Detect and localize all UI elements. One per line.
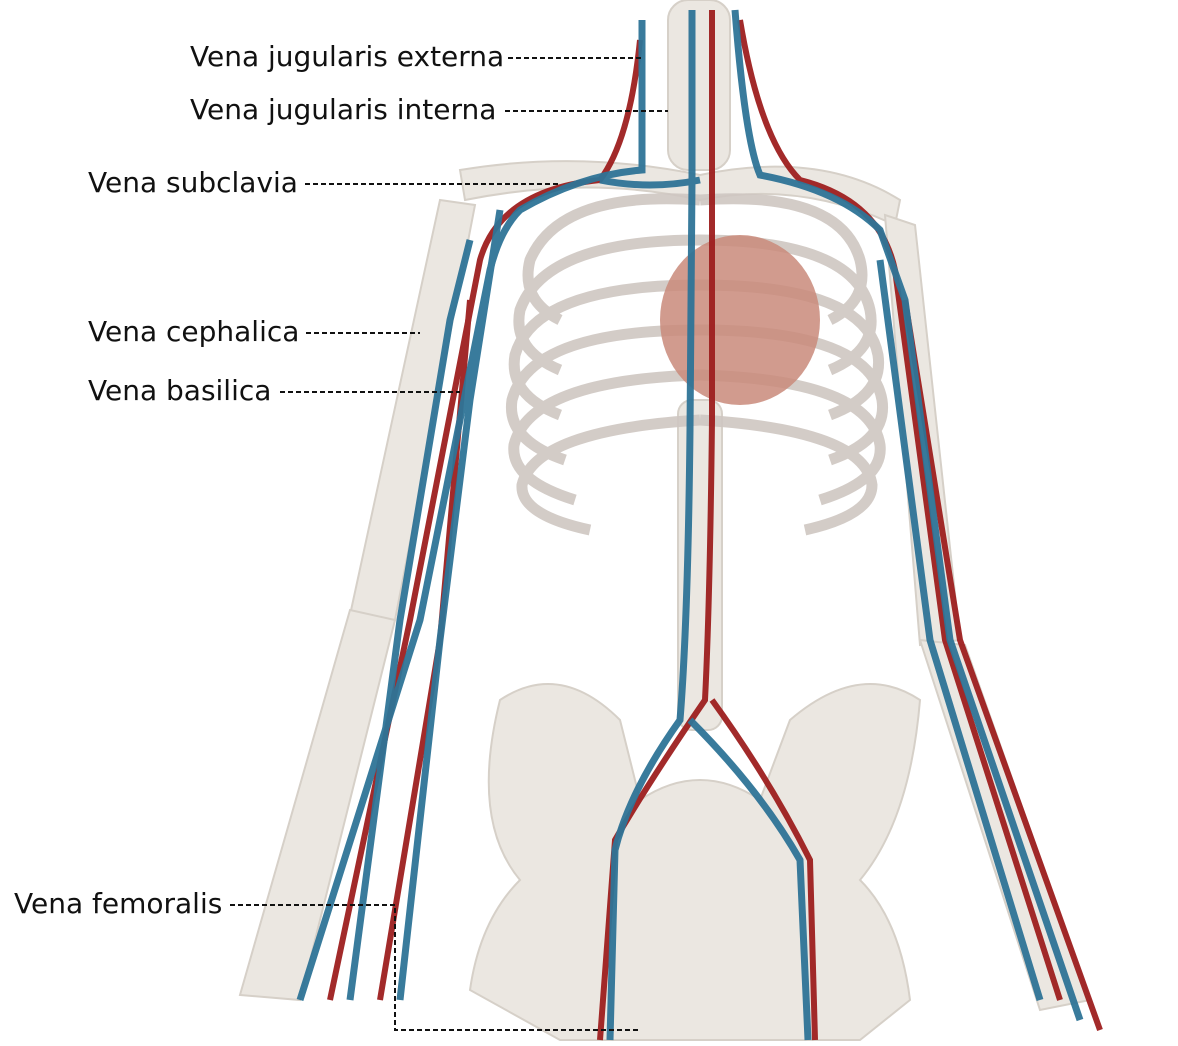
heart: [660, 235, 820, 405]
label-vena-cephalica: Vena cephalica: [88, 318, 299, 346]
label-vena-jugularis-externa: Vena jugularis externa: [190, 43, 504, 71]
label-vena-femoralis: Vena femoralis: [14, 890, 222, 918]
label-vena-subclavia: Vena subclavia: [88, 169, 298, 197]
label-vena-basilica: Vena basilica: [88, 377, 271, 405]
label-vena-jugularis-interna: Vena jugularis interna: [190, 96, 496, 124]
